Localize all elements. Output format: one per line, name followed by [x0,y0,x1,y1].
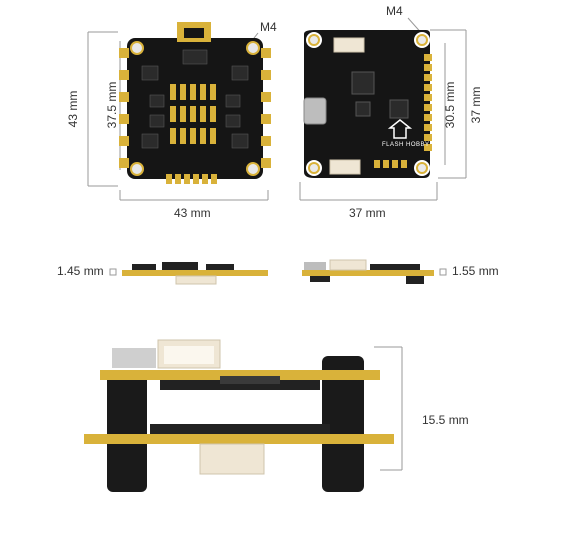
esc-height-label: 43 mm [66,90,80,128]
stack-assembly: 15.5 mm [0,330,587,530]
stack-height-label: 15.5 mm [422,413,469,427]
fc-screw-label: M4 [386,4,403,18]
esc-board-side: 1.45 mm [0,250,300,290]
fc-mount-spacing-label: 30.5 mm [443,81,457,129]
esc-mount-spacing-label: 37.5 mm [105,81,119,129]
esc-screw-label: M4 [260,20,277,34]
esc-board-top: M4 43 mm 37.5 mm 43 mm [0,0,300,230]
fc-width-label: 37 mm [349,206,386,220]
fc-board-side: 1.55 mm [290,250,587,290]
fc-board-top: M4 FLASH HOBBY 30.5 mm 37 mm 37 mm [290,0,587,230]
fc-thickness-label: 1.55 mm [452,264,499,278]
esc-thickness-label: 1.45 mm [57,264,104,278]
fc-height-label: 37 mm [469,86,483,124]
fc-brand-label: FLASH HOBBY [382,142,430,148]
esc-width-label: 43 mm [174,206,211,220]
